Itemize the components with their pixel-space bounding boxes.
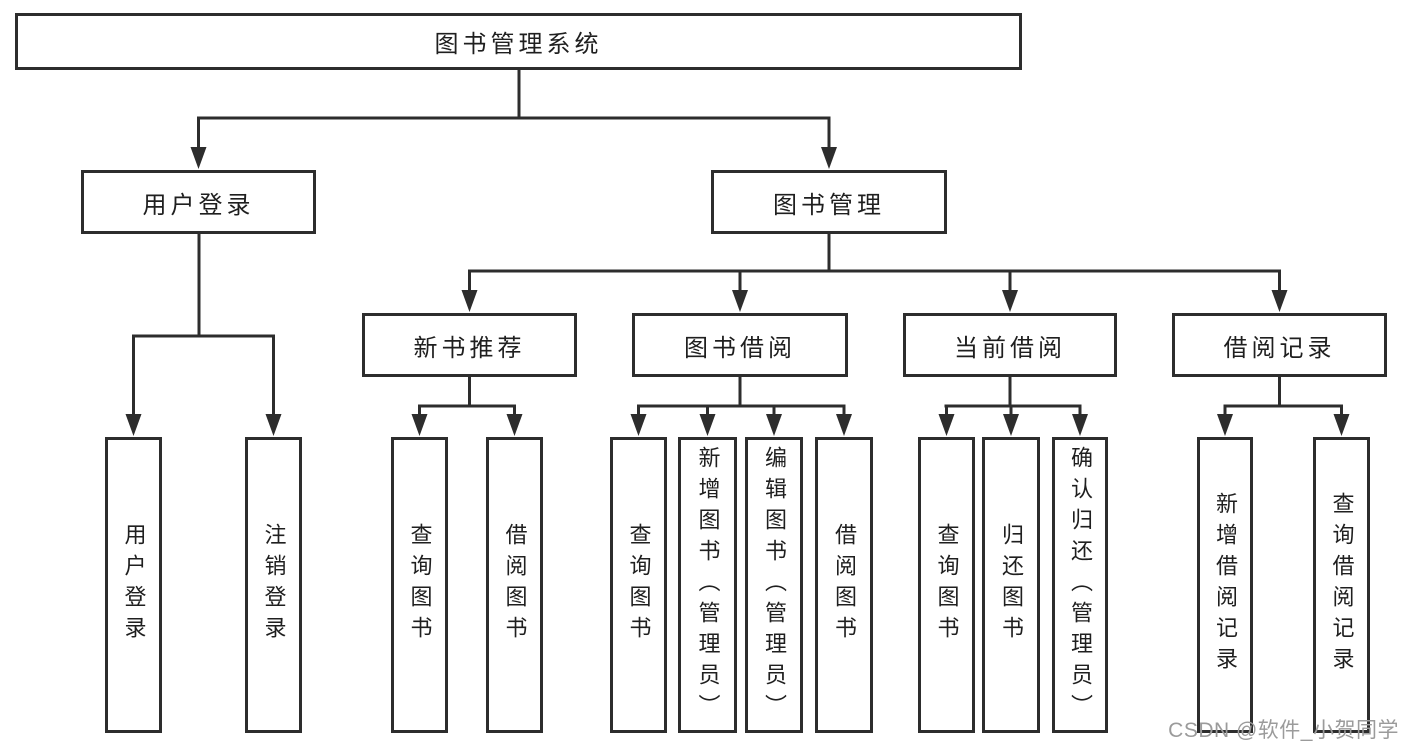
node-label: 编辑图书（管理员）: [762, 445, 787, 725]
arrowhead-down-icon: [938, 414, 955, 436]
arrowhead-down-icon: [836, 414, 852, 436]
watermark: CSDN @软件_小贺同学: [1168, 719, 1399, 742]
node-borrowing-records: 借阅记录: [1172, 313, 1387, 377]
node-new-book-recommend: 新书推荐: [362, 313, 577, 377]
arrowhead-down-icon: [699, 414, 716, 436]
leaf-borrow-books-recommend: 借阅图书: [486, 437, 543, 733]
connector-book-management-children: [461, 234, 1288, 312]
connector-borrowing-records-children: [1217, 377, 1350, 436]
leaf-borrow-books-borrowing: 借阅图书: [815, 437, 873, 733]
node-label: 新增图书（管理员）: [695, 445, 721, 725]
node-label: 借阅记录: [1223, 334, 1336, 362]
node-label: 图书管理: [773, 191, 885, 219]
node-label: 新增借阅记录: [1213, 492, 1238, 678]
node-label: 注销登录: [261, 523, 287, 647]
leaf-query-books-recommend: 查询图书: [391, 437, 448, 733]
node-label: 借阅图书: [832, 523, 857, 647]
arrowhead-down-icon: [506, 414, 523, 436]
node-label: 查询借阅记录: [1329, 492, 1355, 678]
leaf-query-books-current: 查询图书: [918, 437, 975, 733]
leaf-logout: 注销登录: [245, 437, 302, 733]
node-book-management: 图书管理: [711, 170, 947, 234]
node-label: 确认归还（管理员）: [1068, 445, 1093, 725]
leaf-user-login: 用户登录: [105, 437, 162, 733]
node-label: 查询图书: [934, 523, 960, 647]
leaf-add-book-admin: 新增图书（管理员）: [678, 437, 737, 733]
node-current-borrowing: 当前借阅: [903, 313, 1117, 377]
connector-new-book-recommend-children: [411, 377, 523, 436]
arrowhead-down-icon: [461, 290, 478, 312]
node-label: 归还图书: [999, 523, 1024, 647]
node-label: 新书推荐: [413, 334, 526, 362]
arrowhead-down-icon: [411, 414, 428, 436]
connector-book-borrowing-children: [630, 377, 852, 436]
connector-root-children: [190, 70, 837, 169]
arrowhead-down-icon: [1003, 414, 1019, 436]
node-book-borrowing: 图书借阅: [632, 313, 848, 377]
arrowhead-down-icon: [125, 414, 142, 436]
connector-user-login-children: [125, 234, 282, 436]
leaf-return-book: 归还图书: [982, 437, 1040, 733]
node-label: 当前借阅: [954, 334, 1066, 362]
node-label: 借阅图书: [502, 523, 528, 647]
arrowhead-down-icon: [265, 414, 282, 436]
leaf-confirm-return-admin: 确认归还（管理员）: [1052, 437, 1108, 733]
leaf-query-borrow-record: 查询借阅记录: [1313, 437, 1370, 733]
arrowhead-down-icon: [1072, 414, 1088, 436]
arrowhead-down-icon: [1333, 414, 1350, 436]
node-label: 查询图书: [626, 523, 652, 647]
node-label: 图书借阅: [684, 334, 796, 362]
leaf-edit-book-admin: 编辑图书（管理员）: [745, 437, 803, 733]
node-user-login: 用户登录: [81, 170, 316, 234]
arrowhead-down-icon: [1217, 414, 1233, 436]
node-label: 图书管理系统: [434, 31, 603, 58]
leaf-query-books-borrowing: 查询图书: [610, 437, 667, 733]
arrowhead-down-icon: [1002, 290, 1018, 312]
leaf-add-borrow-record: 新增借阅记录: [1197, 437, 1253, 733]
node-label: 查询图书: [407, 523, 433, 647]
arrowhead-down-icon: [821, 147, 837, 169]
arrowhead-down-icon: [190, 147, 207, 169]
arrowhead-down-icon: [732, 290, 748, 312]
node-label: 用户登录: [142, 191, 255, 219]
arrowhead-down-icon: [766, 414, 782, 436]
arrowhead-down-icon: [1271, 290, 1288, 312]
connector-current-borrowing-children: [938, 377, 1088, 436]
node-label: 用户登录: [121, 523, 147, 647]
node-system-root: 图书管理系统: [15, 13, 1022, 70]
arrowhead-down-icon: [630, 414, 647, 436]
